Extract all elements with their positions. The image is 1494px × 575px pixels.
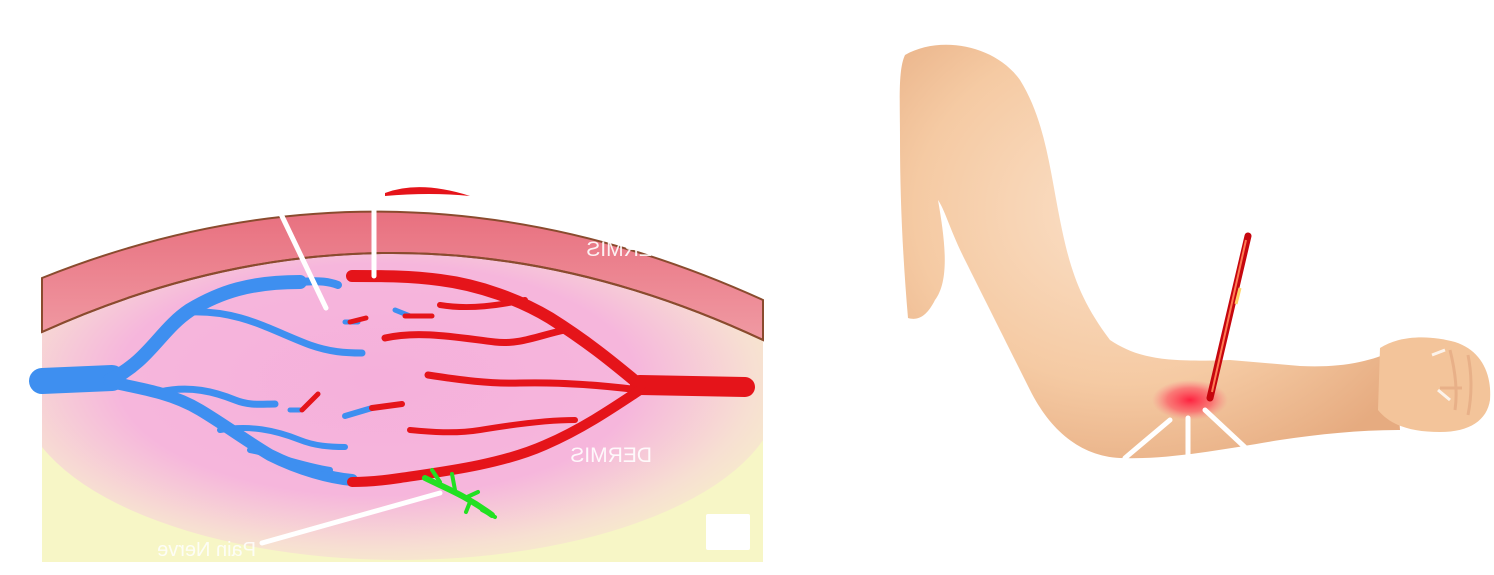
leader-line-epidermis [277, 209, 329, 311]
arm-illustration [899, 44, 1491, 463]
arm-leader-right [1202, 407, 1253, 455]
vein-network [29, 275, 413, 486]
corner-marker [706, 514, 750, 550]
pain-nerve-label: Pain Nerve [157, 539, 256, 561]
highlight-lines [1431, 348, 1451, 402]
arm-leader-left [1122, 417, 1173, 461]
needle [1206, 232, 1252, 402]
injection-site [1152, 380, 1228, 420]
artery-network [299, 270, 755, 487]
upper-arm [899, 44, 1400, 459]
puncture-blood [385, 187, 470, 196]
epidermis-label: DERMIS [586, 238, 668, 261]
leader-line-nerve [259, 490, 443, 546]
skin-cross-section: DERMIS DERMIS Pain Nerve [29, 187, 764, 562]
knuckle-lines [1440, 349, 1473, 416]
hand [1378, 337, 1491, 432]
pain-nerve [422, 468, 497, 519]
dermis-label: DERMIS [570, 444, 652, 467]
